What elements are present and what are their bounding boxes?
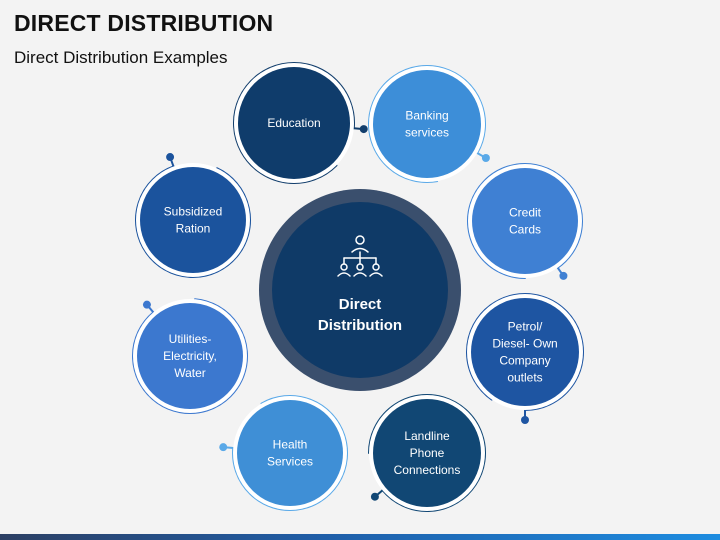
credit-cards-node bbox=[472, 168, 578, 274]
page-subtitle: Direct Distribution Examples bbox=[14, 48, 228, 67]
petrol-outlets-node bbox=[471, 298, 579, 406]
banking-services-label-line-2: services bbox=[405, 126, 449, 140]
hub-circle bbox=[272, 202, 448, 378]
banking-services-label-line-1: Banking bbox=[405, 109, 448, 123]
education-label-line-1: Education bbox=[267, 116, 320, 130]
utilities-electricity-water-dot bbox=[142, 300, 151, 309]
landline-phone-connections-label-line-1: Landline bbox=[404, 429, 450, 443]
subsidized-ration-label-line-1: Subsidized bbox=[164, 205, 223, 219]
subsidized-ration-node bbox=[140, 167, 246, 273]
landline-phone-connections-label-line-3: Connections bbox=[394, 463, 461, 477]
petrol-outlets-label-line-2: Diesel- Own bbox=[492, 337, 557, 351]
credit-cards-label-line-1: Credit bbox=[509, 206, 542, 220]
landline-phone-connections-node bbox=[373, 399, 481, 507]
education-dot bbox=[359, 125, 368, 134]
hub-label-line-2: Distribution bbox=[318, 317, 402, 334]
education-node bbox=[238, 67, 350, 179]
page-title: DIRECT DISTRIBUTION bbox=[14, 10, 274, 36]
landline-phone-connections-label-line-2: Phone bbox=[410, 446, 445, 460]
banking-services-node bbox=[373, 70, 481, 178]
utilities-electricity-water-label-line-1: Utilities- bbox=[169, 332, 212, 346]
utilities-electricity-water-node bbox=[137, 303, 243, 409]
hierarchy-icon bbox=[337, 235, 383, 277]
utilities-electricity-water-label-line-2: Electricity, bbox=[163, 349, 217, 363]
petrol-outlets-label-line-4: outlets bbox=[507, 371, 542, 385]
health-services-node bbox=[237, 400, 343, 506]
petrol-outlets-label-line-1: Petrol/ bbox=[508, 320, 543, 334]
banking-services-dot bbox=[481, 154, 490, 162]
health-services-label-line-1: Health bbox=[273, 438, 308, 452]
petrol-outlets-dot bbox=[521, 416, 529, 424]
footer-bar bbox=[0, 534, 720, 540]
credit-cards-label-line-2: Cards bbox=[509, 223, 541, 237]
utilities-electricity-water-label-line-3: Water bbox=[174, 366, 206, 380]
health-services-dot bbox=[219, 443, 228, 452]
credit-cards-dot bbox=[559, 271, 568, 280]
subsidized-ration-label-line-2: Ration bbox=[176, 222, 211, 236]
petrol-outlets-label-line-3: Company bbox=[499, 354, 550, 368]
subsidized-ration-dot bbox=[166, 153, 175, 162]
landline-phone-connections-dot bbox=[370, 492, 379, 501]
hub-label-line-1: Direct bbox=[339, 296, 382, 313]
health-services-label-line-2: Services bbox=[267, 455, 313, 469]
